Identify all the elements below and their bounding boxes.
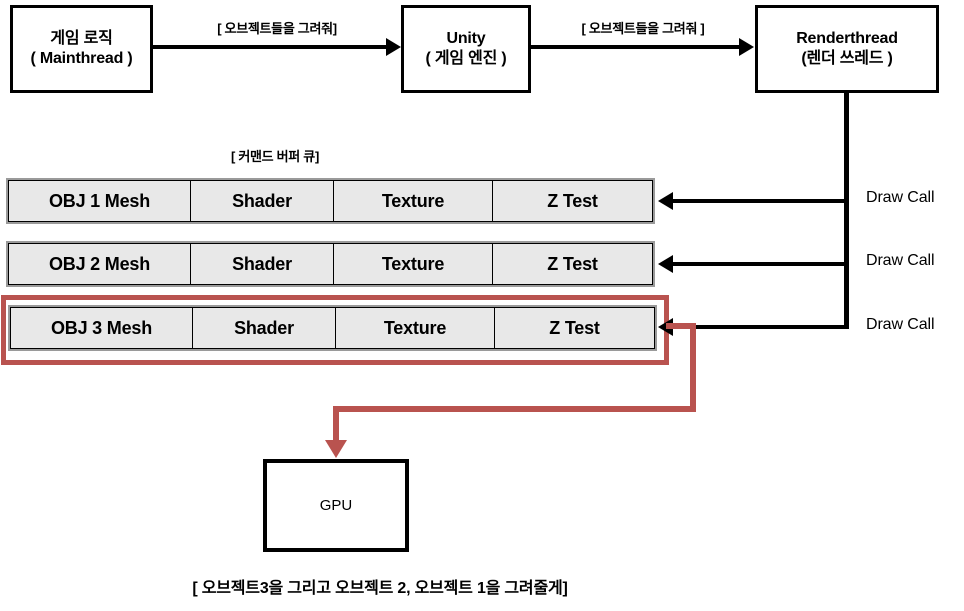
command-buffer-row-obj2[interactable]: OBJ 2 Mesh Shader Texture Z Test [8,243,653,285]
gpu-box[interactable]: GPU [263,459,409,552]
bottom-caption: [ 오브젝트3을 그리고 오브젝트 2, 오브젝트 1을 그려줄게] [192,580,568,597]
edge-arrowhead-unity-to-render [739,38,754,56]
cmd-cell-obj1-mesh: OBJ 1 Mesh [9,181,191,221]
draw-call-line-3 [673,325,845,329]
process-box-unity-line2: ( 게임 엔진 ) [425,50,507,67]
command-buffer-row-obj3[interactable]: OBJ 3 Mesh Shader Texture Z Test [10,307,655,349]
edge-arrowhead-logic-to-unity [386,38,401,56]
gpu-path-segment-stub [666,323,696,329]
edge-label-unity-to-render: [ 오브젝트들을 그려줘 ] [581,21,705,36]
edge-label-logic-to-unity: [ 오브젝트들을 그려줘] [217,21,337,36]
draw-call-arrowhead-3 [658,318,673,336]
process-box-mainthread-line2: ( Mainthread ) [30,50,133,67]
process-box-unity[interactable]: Unity ( 게임 엔진 ) [401,5,531,93]
gpu-box-label: GPU [319,497,353,514]
draw-call-line-2 [673,262,845,266]
process-box-renderthread-line2: (렌더 쓰레드 ) [801,50,893,67]
gpu-path-segment-descend [690,323,696,412]
cmd-cell-obj2-ztest: Z Test [493,244,652,284]
cmd-cell-obj1-ztest: Z Test [493,181,652,221]
cmd-cell-obj2-texture: Texture [334,244,493,284]
draw-call-label-3: Draw Call [866,316,935,333]
gpu-path-segment-left [333,406,696,412]
draw-call-arrowhead-1 [658,192,673,210]
process-box-renderthread[interactable]: Renderthread (렌더 쓰레드 ) [755,5,939,93]
draw-call-label-2: Draw Call [866,252,935,269]
draw-call-arrowhead-2 [658,255,673,273]
edge-line-unity-to-render [531,45,740,49]
cmd-cell-obj3-ztest: Z Test [495,308,654,348]
process-box-renderthread-line1: Renderthread [796,29,898,47]
process-box-mainthread-line1: 게임 로직 [50,29,113,47]
gpu-path-arrowhead [325,440,347,458]
draw-call-line-1 [673,199,845,203]
cmd-cell-obj2-shader: Shader [191,244,334,284]
edge-line-logic-to-unity [153,45,387,49]
renderthread-trunk-line [844,92,849,329]
cmd-cell-obj1-texture: Texture [334,181,493,221]
command-buffer-row-obj1[interactable]: OBJ 1 Mesh Shader Texture Z Test [8,180,653,222]
command-buffer-queue-label: [ 커맨드 버퍼 큐] [231,149,319,164]
cmd-cell-obj1-shader: Shader [191,181,334,221]
gpu-path-segment-drop [333,406,339,442]
cmd-cell-obj2-mesh: OBJ 2 Mesh [9,244,191,284]
cmd-cell-obj3-shader: Shader [193,308,336,348]
cmd-cell-obj3-mesh: OBJ 3 Mesh [11,308,193,348]
draw-call-label-1: Draw Call [866,189,935,206]
process-box-unity-line1: Unity [446,29,486,47]
process-box-mainthread[interactable]: 게임 로직 ( Mainthread ) [10,5,153,93]
cmd-cell-obj3-texture: Texture [336,308,495,348]
